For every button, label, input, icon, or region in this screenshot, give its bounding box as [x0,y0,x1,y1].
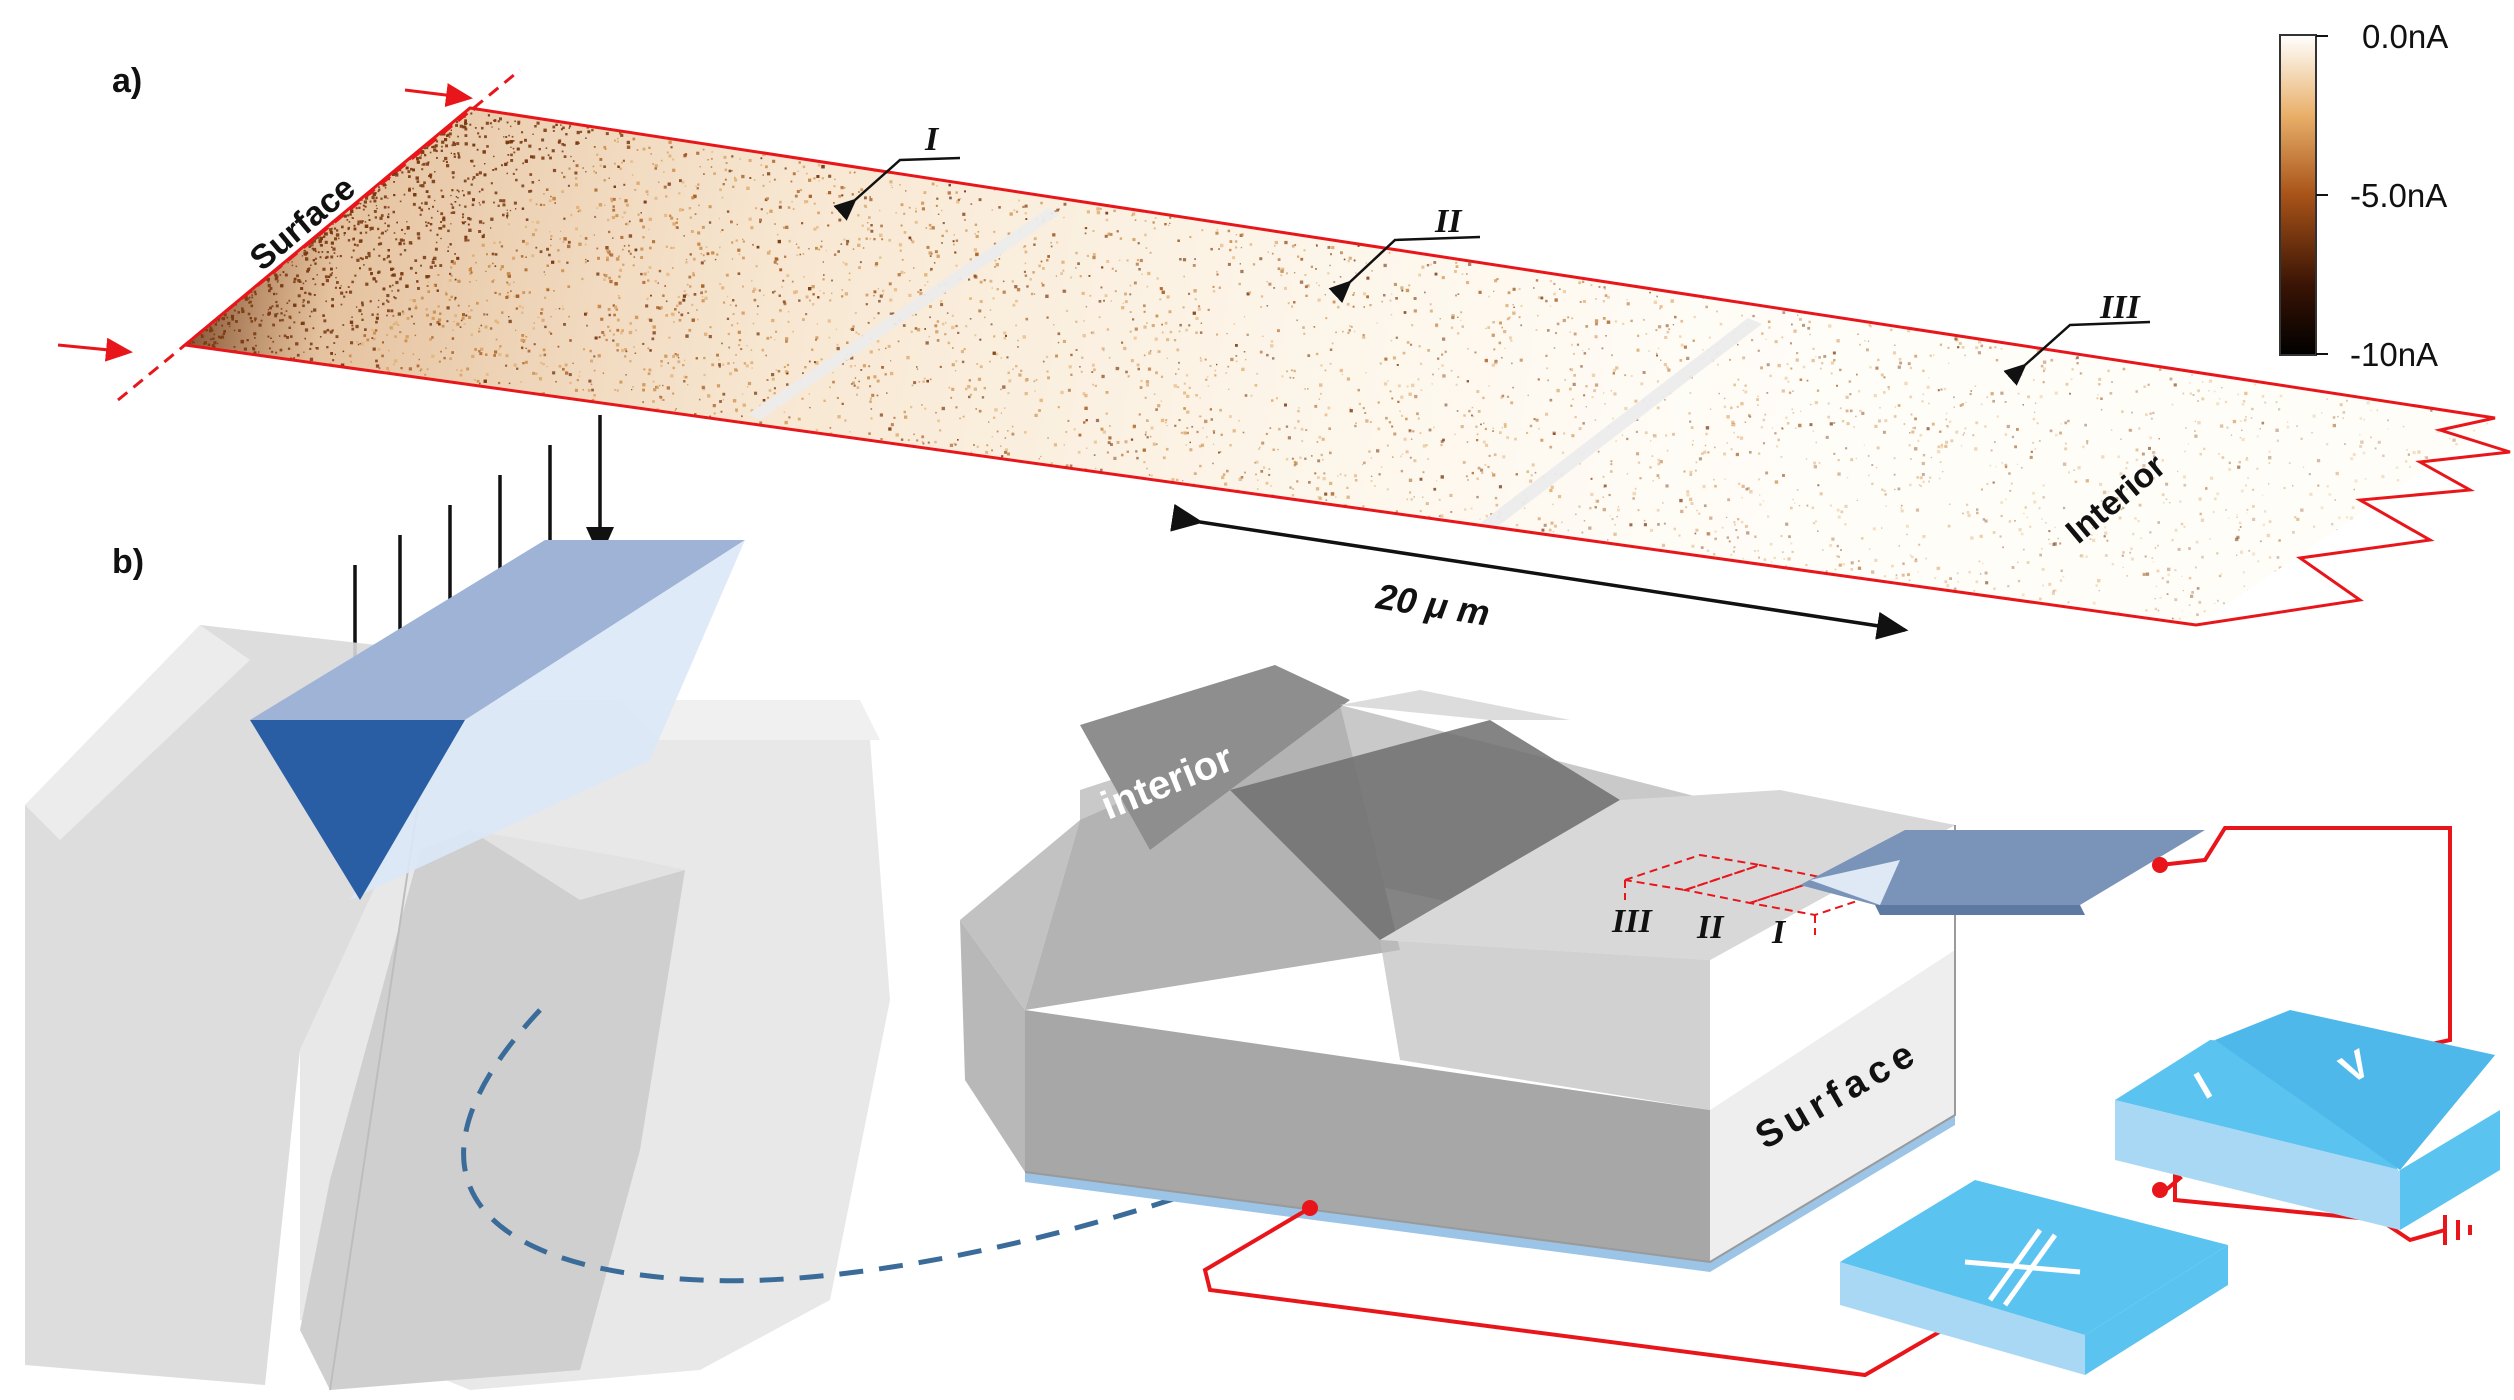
region-callouts: I II III [833,121,2151,386]
indenter-prism [250,540,745,900]
surface-edge-dashed [117,68,521,402]
colorbar-tick-top: 0.0nA [2362,18,2448,55]
zone-I-label: I [1771,914,1787,951]
panel-b-label: b) [112,543,144,581]
zone-II-label: II [1696,909,1725,946]
capacitor-icon [1964,1228,2081,1307]
colorbar [2279,34,2317,356]
transfer-arrow [461,1008,1434,1284]
region-II-label: II [1434,203,1463,240]
panel-a-label: a) [112,62,142,100]
scale-bar [1170,503,1909,640]
cantilever [1800,830,2205,915]
colorbar-tick-mid: -5.0nA [2350,177,2447,214]
scale-bar-label: 20 μ m [1373,575,1493,633]
ground-icon [2443,1215,2472,1245]
iv-amplifier-module [2115,1009,2500,1230]
edge-arrow-bottom [57,337,133,362]
zone-III-label: III [1611,903,1653,940]
edge-arrow-top [404,83,473,107]
bias-source-module [1840,1180,2228,1375]
sample-block [960,665,1956,1272]
current-map-strip [185,108,2500,625]
region-III-label: III [2099,289,2141,326]
region-I-label: I [924,121,940,158]
region-boundary-1 [748,208,1060,420]
colorbar-tick-bottom: -10nA [2350,336,2438,373]
region-boundary-2 [1466,318,1762,540]
fractured-grains [25,625,890,1391]
scan-frame [181,106,2511,627]
